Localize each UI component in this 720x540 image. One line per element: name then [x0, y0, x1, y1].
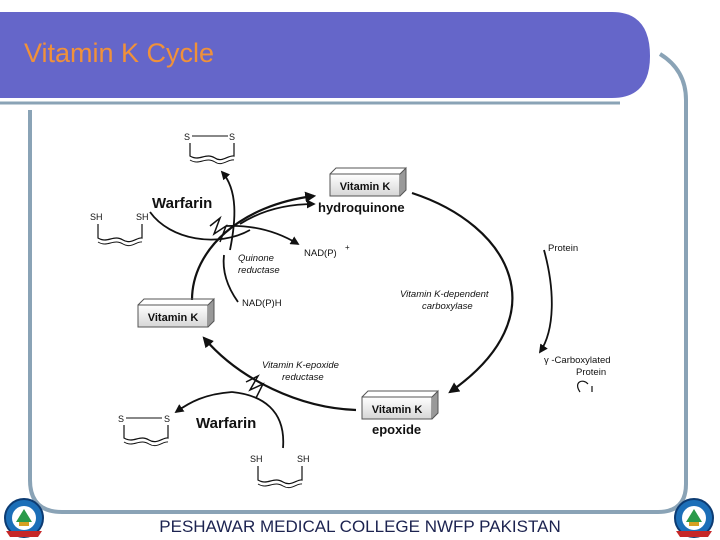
- vitamin-k-epoxide-box: Vitamin K: [361, 389, 439, 420]
- epoxide-reductase-line1: Vitamin K-epoxide: [262, 360, 339, 371]
- hydroquinone-label: hydroquinone: [318, 200, 405, 215]
- warfarin-inhibit-top-icon: [209, 215, 228, 243]
- quinone-reductase-line1: Quinone: [238, 253, 274, 264]
- vitamin-k-box: Vitamin K: [137, 297, 215, 328]
- svg-text:S: S: [118, 414, 124, 424]
- quinone-reductase-line2: reductase: [238, 265, 280, 276]
- warfarin-bottom-label: Warfarin: [196, 415, 256, 432]
- svg-text:SH: SH: [297, 454, 310, 464]
- warfarin-top-label: Warfarin: [152, 195, 212, 212]
- college-logo-right-icon: [674, 498, 714, 538]
- bottom-dithiol: SH SH: [250, 454, 310, 489]
- slide-frame: [28, 52, 688, 514]
- bottom-dithiol-arrow: [231, 391, 285, 449]
- slide-title: Vitamin K Cycle: [24, 38, 215, 68]
- top-dithiol: SH SH: [90, 212, 149, 247]
- cycle-arrow-bottom: [202, 336, 357, 412]
- vitamin-k-box-label: Vitamin K: [148, 312, 199, 324]
- svg-text:S: S: [229, 132, 235, 142]
- top-dithiol-arrow: [149, 211, 251, 241]
- nadp-label: NAD(P): [304, 248, 337, 259]
- svg-text:SH: SH: [250, 454, 263, 464]
- cycle-arrow-left: [190, 191, 317, 301]
- gamma-carboxylated-line1: γ -Carboxylated: [544, 355, 611, 366]
- protein-arrow: [538, 249, 553, 354]
- epoxide-label: epoxide: [372, 422, 421, 437]
- bottom-disulfide: S S: [118, 414, 170, 447]
- footer-text: PESHAWAR MEDICAL COLLEGE NWFP PAKISTAN: [159, 517, 561, 536]
- top-disulfide-arrow: [220, 170, 236, 251]
- protein-label: Protein: [548, 243, 578, 254]
- bottom-disulfide-arrow: [174, 391, 233, 414]
- cropped-structure-fragment: [577, 380, 593, 393]
- nadph-arrow: [222, 254, 239, 303]
- svg-text:S: S: [184, 132, 190, 142]
- nadp-sup-label: +: [345, 243, 350, 252]
- gamma-carboxylated-line2: Protein: [576, 367, 606, 378]
- hq-box-label: Vitamin K: [340, 181, 391, 193]
- top-disulfide: S S: [184, 132, 235, 165]
- warfarin-inhibit-bottom-icon: [245, 374, 265, 399]
- nadp-arrow: [225, 224, 300, 245]
- nadph-label: NAD(P)H: [242, 298, 282, 309]
- epoxide-reductase-line2: reductase: [282, 372, 324, 383]
- carboxylase-line1: Vitamin K-dependent: [400, 289, 489, 300]
- svg-text:SH: SH: [90, 212, 103, 222]
- carboxylase-line2: carboxylase: [422, 301, 473, 312]
- vitamin-k-hydroquinone-box: Vitamin K: [329, 166, 407, 197]
- cycle-arrow-right: [411, 191, 514, 394]
- college-logo-left-icon: [4, 498, 44, 538]
- svg-text:SH: SH: [136, 212, 149, 222]
- title-bar: [0, 12, 650, 98]
- svg-text:S: S: [164, 414, 170, 424]
- top-arrow-to-hq: [239, 199, 316, 225]
- epoxide-box-label: Vitamin K: [372, 404, 423, 416]
